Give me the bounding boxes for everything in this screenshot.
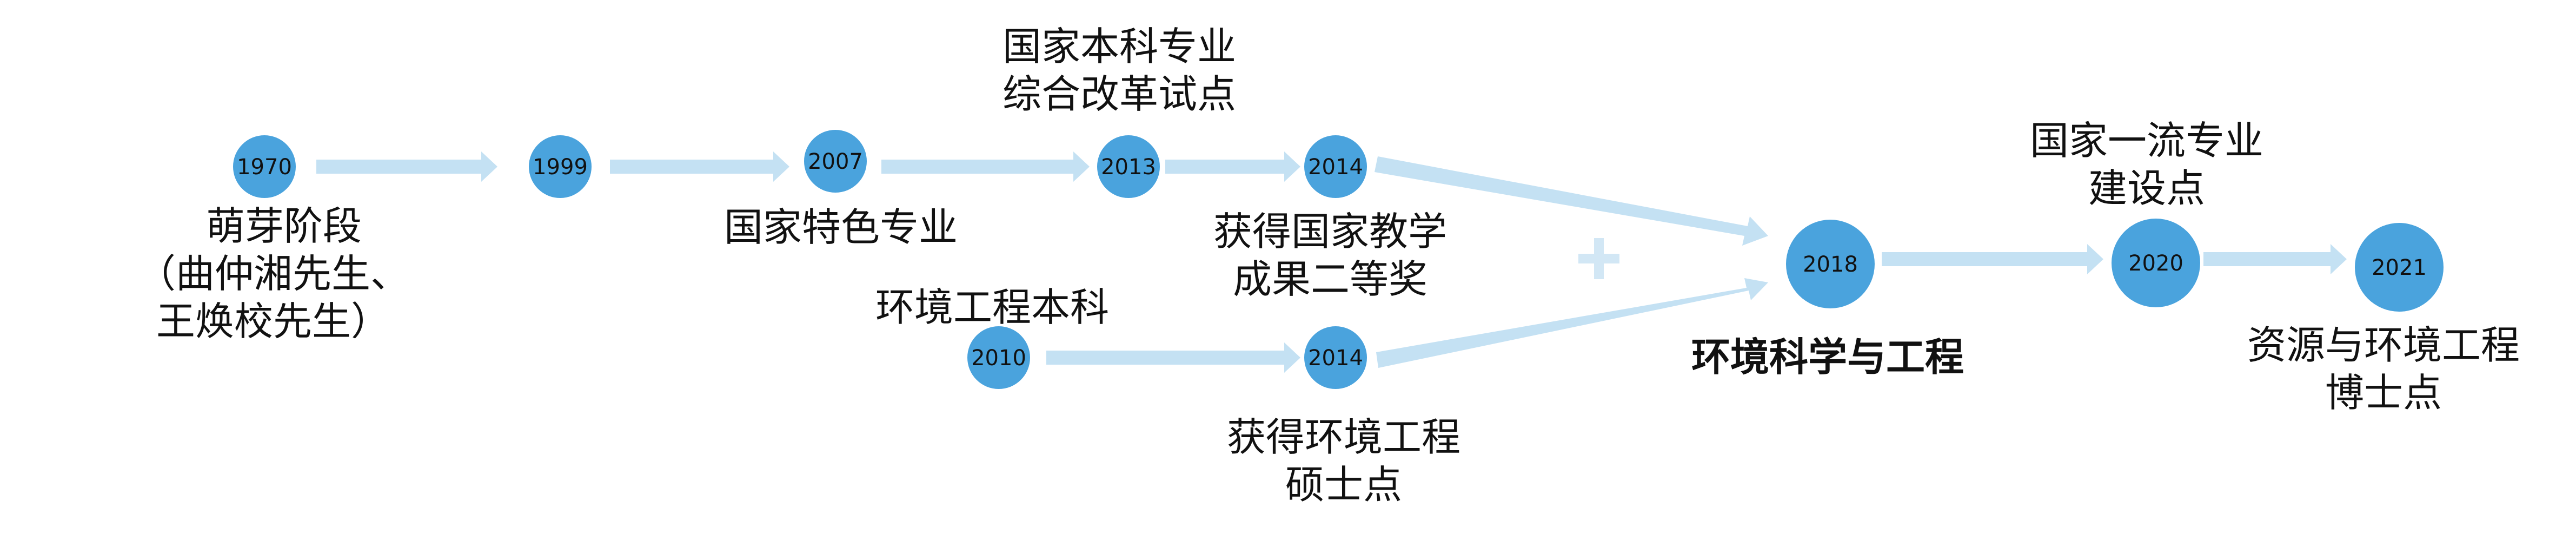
node-2014-master <box>1304 326 1367 389</box>
arrow-2007-2013 <box>881 151 1090 182</box>
label-sprout-line3: 王焕校先生） <box>156 299 390 344</box>
node-1970 <box>233 135 296 198</box>
arrow-1970-1999 <box>316 151 497 182</box>
arrow-2014-to-2018-lower <box>1376 278 1768 368</box>
year-label-2007: 2007 <box>808 149 863 174</box>
label-phd-line2: 博士点 <box>2325 370 2442 416</box>
label-award-line1: 获得国家教学 <box>1213 209 1448 254</box>
node-1999 <box>529 135 592 198</box>
node-2014-teaching <box>1304 135 1367 198</box>
arrow-2018-2020 <box>1882 244 2103 274</box>
year-label-2014-teaching: 2014 <box>1308 155 1363 180</box>
year-label-2013: 2013 <box>1101 155 1156 180</box>
label-award-line2: 成果二等奖 <box>1232 256 1428 302</box>
year-label-2020: 2020 <box>2128 251 2183 276</box>
label-phd-line1: 资源与环境工程 <box>2247 322 2520 368</box>
node-2010 <box>967 326 1030 389</box>
label-env-bachelor: 环境工程本科 <box>875 285 1110 330</box>
arrow-2020-2021 <box>2203 244 2347 274</box>
label-env-sci-eng: 环境科学与工程 <box>1691 334 1964 380</box>
year-label-2014-master: 2014 <box>1308 346 1363 371</box>
node-2021 <box>2355 223 2444 312</box>
label-master-line1: 获得环境工程 <box>1226 414 1461 460</box>
year-label-2018: 2018 <box>1803 252 1858 277</box>
year-label-2010: 2010 <box>971 346 1026 371</box>
node-2020 <box>2112 219 2200 307</box>
node-2013 <box>1097 135 1160 198</box>
label-sprout-line2: （曲仲湘先生、 <box>136 251 410 296</box>
node-2007 <box>804 130 867 193</box>
arrow-1999-2007 <box>610 151 789 182</box>
label-first-class-line2: 建设点 <box>2088 166 2206 211</box>
node-2018 <box>1786 220 1875 308</box>
label-reform-line1: 国家本科专业 <box>1002 24 1237 69</box>
label-special-major: 国家特色专业 <box>723 205 958 250</box>
plus-icon <box>1578 238 1619 279</box>
year-label-1999: 1999 <box>533 155 588 180</box>
label-first-class-line1: 国家一流专业 <box>2029 118 2264 163</box>
arrow-2014-to-2018-upper <box>1375 156 1768 246</box>
year-label-2021: 2021 <box>2372 255 2427 280</box>
label-sprout-line1: 萌芽阶段 <box>205 203 362 249</box>
arrow-2013-2014 <box>1165 151 1300 182</box>
label-reform-line2: 综合改革试点 <box>1002 71 1237 117</box>
year-label-1970: 1970 <box>237 155 292 180</box>
label-master-line2: 硕士点 <box>1285 462 1403 507</box>
arrow-2010-2014 <box>1046 342 1300 373</box>
